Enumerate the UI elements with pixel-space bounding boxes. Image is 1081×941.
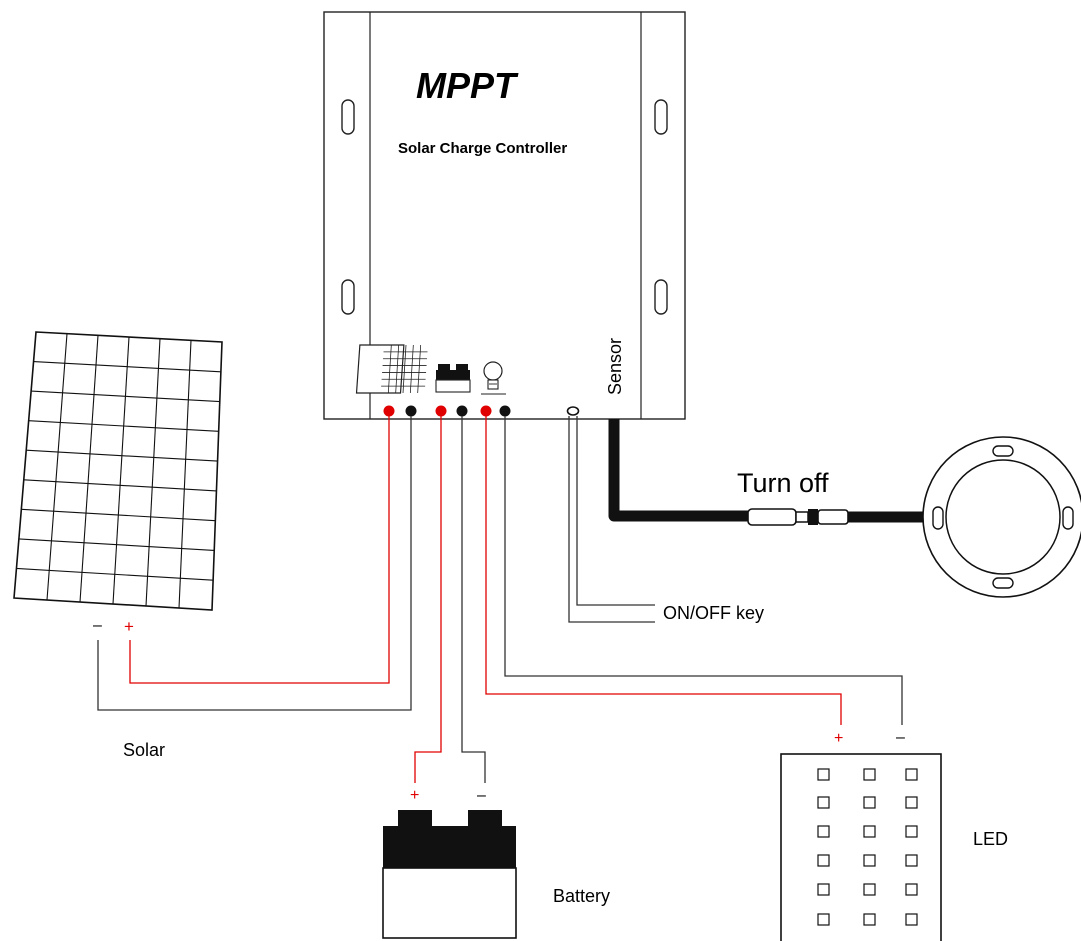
sensor-label: Sensor (605, 338, 625, 395)
solar-positive-terminal (383, 405, 395, 417)
terminals (383, 405, 580, 417)
light-sensor (922, 436, 1081, 598)
sensor-connector (747, 508, 849, 526)
battery-label: Battery (553, 886, 610, 906)
battery: + – (382, 787, 517, 939)
led-label: LED (973, 829, 1008, 849)
bulb-icon (481, 361, 506, 395)
battery-negative-terminal (456, 405, 468, 417)
battery-positive-terminal (435, 405, 447, 417)
load-positive-terminal (480, 405, 492, 417)
solar-negative-terminal (405, 405, 417, 417)
load-negative-terminal (499, 405, 511, 417)
led-minus: – (896, 729, 905, 746)
solar-label: Solar (123, 740, 165, 760)
on-off-key-label: ON/OFF key (663, 603, 764, 623)
led-panel: + – (780, 729, 942, 941)
controller-brand: MPPT (416, 65, 519, 106)
wires (97, 416, 935, 783)
solar-panel: – + (13, 331, 223, 636)
battery-minus: – (477, 787, 486, 804)
on-off-key-port (566, 406, 580, 416)
solar-minus: – (93, 617, 102, 634)
solar-panel-icon (355, 344, 428, 394)
solar-plus: + (124, 617, 134, 636)
mounting-slots (341, 99, 668, 315)
battery-icon (435, 364, 471, 393)
controller-subtitle: Solar Charge Controller (398, 140, 567, 157)
battery-plus: + (410, 787, 419, 804)
led-plus: + (834, 730, 843, 747)
charge-controller: MPPT Solar Charge Controller Sensor (323, 11, 686, 420)
turn-off-label: Turn off (737, 468, 829, 498)
